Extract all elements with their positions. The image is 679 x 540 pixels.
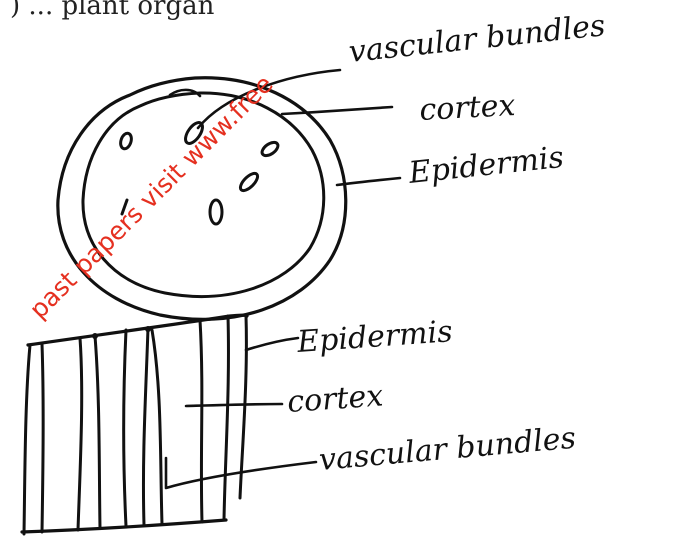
longitudinal-line-8 — [200, 320, 202, 522]
leader-epidermis-top — [337, 178, 400, 185]
vascular-bundle-4 — [210, 200, 222, 224]
vascular-bundle-5 — [260, 140, 280, 159]
longitudinal-section-drawing — [22, 315, 247, 534]
vascular-bundle-3 — [238, 171, 261, 194]
longitudinal-line-7 — [152, 330, 162, 524]
longitudinal-line-2 — [42, 344, 43, 532]
longitudinal-line-9 — [224, 316, 228, 520]
vascular-bundle-1 — [119, 132, 133, 150]
leader-cortex-bottom — [186, 404, 282, 406]
label-vascular-bundles-top: vascular bundles — [347, 8, 607, 70]
longitudinal-dot-1 — [92, 333, 98, 339]
label-vascular-bundles-bottom: vascular bundles — [318, 421, 578, 478]
longitudinal-bottom-edge — [22, 520, 226, 532]
leader-epidermis-bottom — [246, 338, 298, 350]
top-partial-text: ) ... plant organ — [10, 0, 215, 21]
longitudinal-top-edge — [28, 315, 247, 345]
longitudinal-line-5 — [124, 330, 126, 526]
label-epidermis-top: Epidermis — [406, 140, 565, 191]
longitudinal-dot-2 — [145, 326, 151, 332]
watermark-text: past papers visit www.free — [24, 69, 279, 324]
longitudinal-line-6 — [143, 328, 148, 525]
longitudinal-line-4 — [95, 336, 100, 528]
longitudinal-line-1 — [24, 345, 30, 534]
label-epidermis-bottom: Epidermis — [295, 314, 453, 360]
label-cortex-bottom: cortex — [286, 378, 384, 420]
label-cortex-top: cortex — [419, 88, 517, 128]
longitudinal-line-3 — [78, 338, 82, 530]
